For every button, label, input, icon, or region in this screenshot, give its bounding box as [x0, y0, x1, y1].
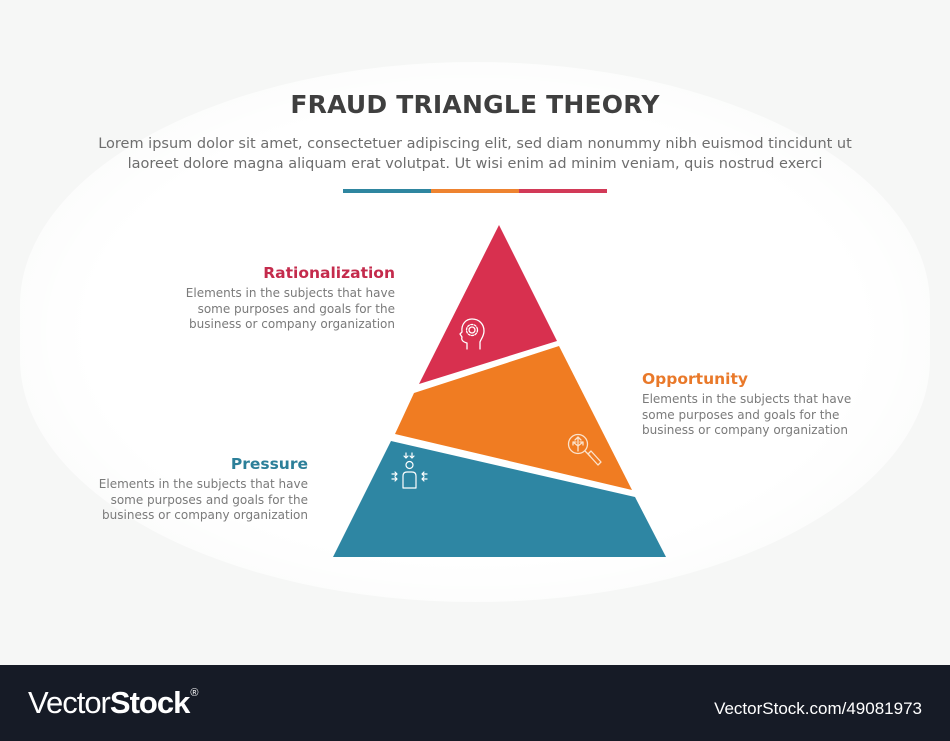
fraud-triangle-pyramid [333, 225, 666, 557]
description-line: Elements in the subjects that have [185, 286, 395, 300]
segment-rationalization [419, 225, 557, 384]
description-line: some purposes and goals for the [110, 492, 308, 507]
opportunity-description: Elements in the subjects that have some … [642, 392, 882, 439]
pressure-title: Pressure [230, 455, 308, 473]
tricolor-divider [343, 189, 607, 193]
opportunity-label-block: Opportunity Elements in the subjects tha… [642, 370, 882, 439]
description-line: some purposes and goals for the [642, 407, 840, 422]
description-line: business or company organization [102, 508, 308, 522]
rationalization-label-block: Rationalization Elements in the subjects… [155, 264, 395, 333]
person-pressure-arrows-icon [391, 452, 428, 489]
description-line: some purposes and goals for the [197, 301, 395, 316]
subtitle: Lorem ipsum dolor sit amet, consectetuer… [60, 134, 890, 174]
description-line: Elements in the subjects that have [98, 477, 308, 491]
rationalization-title: Rationalization [263, 264, 395, 282]
logo-bold-text: Stock [109, 685, 190, 720]
rationalization-description: Elements in the subjects that have some … [155, 286, 395, 333]
pressure-description: Elements in the subjects that have some … [68, 477, 308, 524]
segment-pressure [333, 441, 666, 557]
divider-segment-blue [343, 189, 431, 193]
logo-light-text: Vector [28, 685, 111, 720]
divider-segment-orange [431, 189, 519, 193]
divider-segment-red [519, 189, 607, 193]
segment-opportunity [395, 346, 632, 490]
magnifier-arrows-icon [567, 433, 602, 466]
image-id-text: VectorStock.com/49081973 [714, 699, 922, 718]
watermark-footer: VectorStock® VectorStock.com/49081973 [0, 665, 950, 741]
opportunity-title: Opportunity [642, 370, 748, 388]
description-line: business or company organization [642, 423, 848, 437]
head-gear-icon [459, 318, 485, 350]
infographic-canvas: FRAUD TRIANGLE THEORY Lorem ipsum dolor … [20, 62, 930, 602]
registered-mark: ® [190, 687, 198, 699]
subtitle-line-1: Lorem ipsum dolor sit amet, consectetuer… [98, 136, 852, 152]
description-line: business or company organization [189, 317, 395, 331]
pressure-label-block: Pressure Elements in the subjects that h… [68, 455, 308, 524]
description-line: Elements in the subjects that have [642, 392, 852, 406]
page-title: FRAUD TRIANGLE THEORY [290, 90, 660, 119]
vectorstock-logo: VectorStock® [28, 685, 198, 721]
subtitle-line-2: laoreet dolore magna aliquam erat volutp… [127, 156, 823, 172]
